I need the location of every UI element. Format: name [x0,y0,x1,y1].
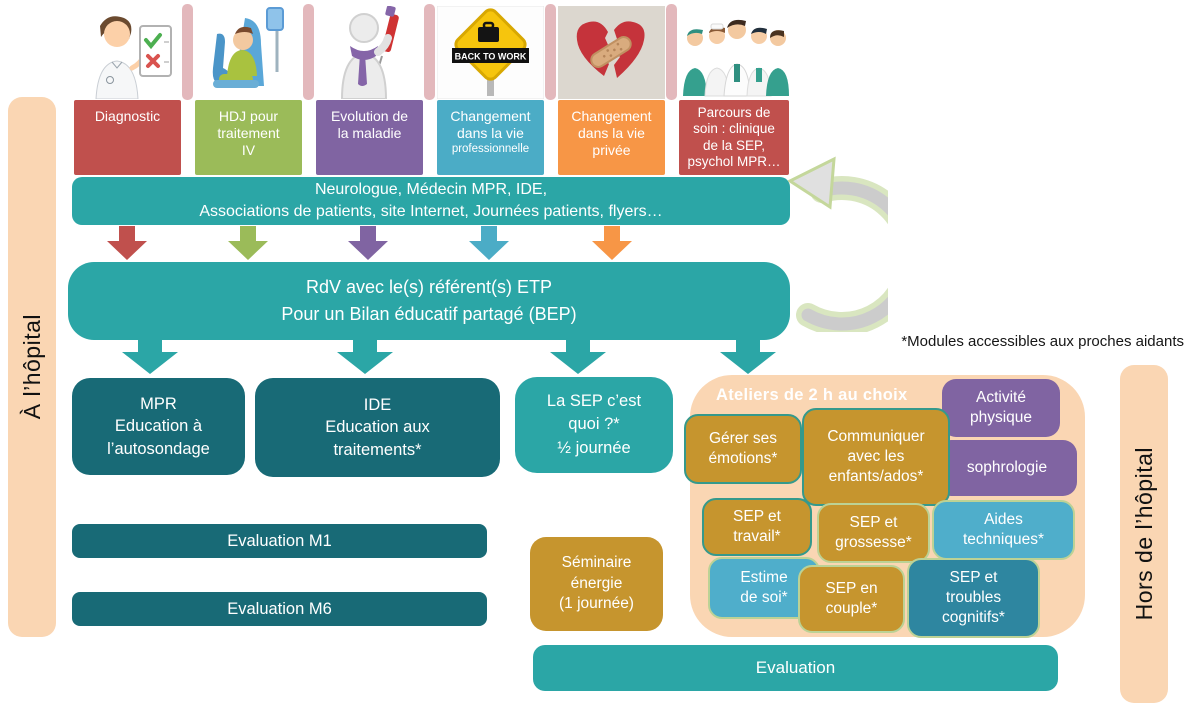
separator [666,4,677,100]
arrow-down-teal-mpr [122,337,178,374]
rail-out-hospital-label: Hors de l’hôpital [1130,447,1157,621]
stage-evolution: Evolution de la maladie [316,100,423,175]
arrow-down-blue [469,226,509,260]
rail-in-hospital-label: À l’hôpital [18,314,45,420]
rail-out-hospital: Hors de l’hôpital [1120,365,1168,703]
evolution-illustration [316,6,423,99]
hdj-illustration [195,6,302,99]
stage-diagnostic: Diagnostic [74,100,181,175]
atelier-sep-travail: SEP et travail* [702,498,812,556]
stage-vie-professionnelle-label: Changement dans la vie [450,108,531,142]
figure-syringe-icon [316,6,423,99]
back-to-work-sign-icon: BACK TO WORK [437,6,544,99]
stage-hdj: HDJ pour traitement IV [195,100,302,175]
atelier-gerer-emotions: Gérer ses émotions* [684,414,802,484]
rdv-line2: Pour un Bilan éducatif partagé (BEP) [281,304,577,324]
box-mpr-autosondage: MPR Education à l’autosondage [72,378,245,475]
back-to-work-illustration: BACK TO WORK [437,6,544,99]
box-ide-traitements: IDE Education aux traitements* [255,378,500,477]
box-seminaire-energie: Séminaire énergie (1 journée) [530,537,663,631]
box-sep-cest-quoi: La SEP c’est quoi ?* ½ journée [515,377,673,473]
separator [545,4,556,100]
arrow-down-green [228,226,268,260]
separator [182,4,193,100]
infusion-chair-icon [195,6,302,99]
rdv-bep-banner: RdV avec le(s) référent(s) ETP Pour un B… [68,262,790,340]
broken-heart-icon [558,6,665,99]
arrow-down-purple [348,226,388,260]
atelier-activite-physique: Activité physique [942,379,1060,437]
doctor-checklist-icon [74,6,181,99]
rail-in-hospital: À l’hôpital [8,97,56,637]
ateliers-title: Ateliers de 2 h au choix [716,386,908,404]
atelier-sep-en-couple: SEP en couple* [798,565,905,633]
atelier-sophrologie: sophrologie [937,440,1077,496]
separator [424,4,435,100]
arrow-down-orange [592,226,632,260]
box-evaluation-m1: Evaluation M1 [72,524,487,558]
evaluation-banner: Evaluation [533,645,1058,691]
stage-vie-professionnelle: Changement dans la vie professionnelle [437,100,544,175]
diagnostic-illustration [74,6,181,99]
stage-vie-privee: Changement dans la vie privée [558,100,665,175]
proches-aidants-note: *Modules accessibles aux proches aidants [901,333,1184,350]
arrow-down-teal-ide [337,337,393,374]
care-team-illustration [679,6,789,99]
atelier-communiquer-enfants: Communiquer avec les enfants/ados* [802,408,950,506]
arrow-down-teal-ateliers [720,337,776,374]
back-to-work-sign-text: BACK TO WORK [455,52,527,62]
info-sources-line2: Associations de patients, site Internet,… [199,203,663,220]
arrow-down-teal-sep [550,337,606,374]
atelier-sep-grossesse: SEP et grossesse* [817,503,930,563]
loop-arrow-icon [788,156,888,332]
info-sources-banner: Neurologue, Médecin MPR, IDE, Associatio… [72,177,790,225]
arrow-down-red [107,226,147,260]
stage-parcours-soin: Parcours de soin : clinique de la SEP, p… [679,100,789,175]
info-sources-line1: Neurologue, Médecin MPR, IDE, [314,181,548,199]
atelier-sep-troubles-cognitifs: SEP et troubles cognitifs* [907,558,1040,638]
rdv-line1: RdV avec le(s) référent(s) ETP [305,277,553,297]
atelier-aides-techniques: Aides techniques* [932,500,1075,560]
box-evaluation-m6: Evaluation M6 [72,592,487,626]
separator [303,4,314,100]
broken-heart-illustration [558,6,665,99]
medical-team-icon [679,6,789,99]
stage-vie-professionnelle-sublabel: professionnelle [451,143,530,156]
evaluation-banner-label: Evaluation [755,658,836,677]
